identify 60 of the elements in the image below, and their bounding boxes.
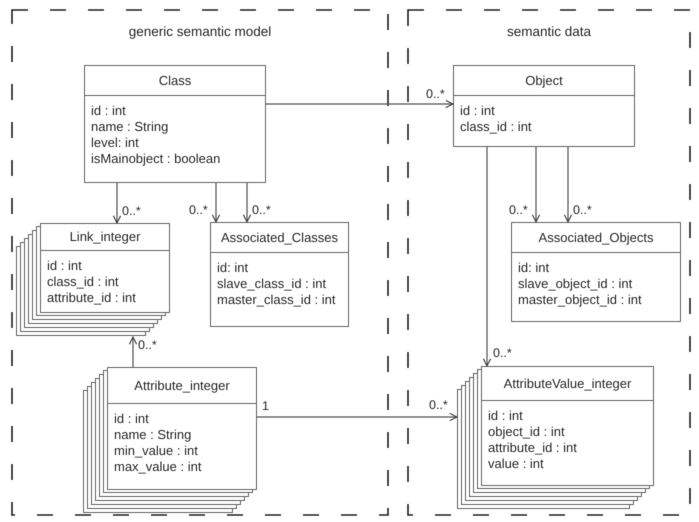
attribute-text: isMainobject : boolean xyxy=(91,151,222,167)
class-name: Attribute_integer xyxy=(108,368,256,404)
multiplicity-label: 0..* xyxy=(137,339,158,352)
attribute-text: id : int xyxy=(460,103,496,119)
multiplicity-label: 0..* xyxy=(572,204,593,217)
attribute-text: attribute_id : int xyxy=(47,290,137,306)
uml-class-box xyxy=(210,222,349,327)
multiplicity-label: 0..* xyxy=(508,204,529,217)
association-arrow xyxy=(128,336,138,367)
attribute-text: id : int xyxy=(488,408,524,424)
association-arrow xyxy=(257,412,458,422)
attribute-text: master_class_id : int xyxy=(217,292,336,308)
class-name: Associated_Objects xyxy=(512,223,680,253)
attribute-text: max_value : int xyxy=(114,459,202,475)
uml-class-box xyxy=(511,222,681,322)
region-frame xyxy=(408,10,690,515)
attribute-text: id: int xyxy=(217,260,250,276)
attribute-text: id: int xyxy=(518,260,550,276)
multiplicity-label: 0..* xyxy=(121,205,142,218)
class-name: Object xyxy=(454,66,634,96)
association-arrow xyxy=(212,183,220,223)
association-arrow xyxy=(482,147,492,367)
attribute-text: master_object_id : int xyxy=(518,292,643,308)
uml-class-box xyxy=(457,366,654,510)
attribute-text: min_value : int xyxy=(114,443,199,459)
region-frame xyxy=(12,10,388,515)
multiplicity-label: 0..* xyxy=(188,204,209,217)
class-name: AttributeValue_integer xyxy=(482,367,653,401)
multiplicity-label: 1 xyxy=(261,400,270,413)
attribute-text: object_id : int xyxy=(488,424,566,440)
attribute-text: class_id : int xyxy=(460,119,533,135)
attribute-text: id : int xyxy=(91,103,127,119)
association-arrow xyxy=(564,147,572,223)
multiplicity-label: 0..* xyxy=(428,399,449,412)
multiplicity-label: 0..* xyxy=(251,204,272,217)
attribute-text: name : String xyxy=(91,119,170,135)
uml-class-box xyxy=(83,367,257,514)
association-arrow xyxy=(242,183,252,223)
attribute-text: id : int xyxy=(114,411,150,427)
multiplicity-label: 0..* xyxy=(425,88,446,101)
attribute-text: attribute_id : int xyxy=(488,440,578,456)
attribute-text: class_id : int xyxy=(47,274,120,290)
attribute-text: value : int xyxy=(488,456,545,472)
region-heading: generic semantic model xyxy=(128,24,272,39)
uml-class-box xyxy=(16,223,170,337)
attribute-text: name : String xyxy=(114,427,192,443)
multiplicity-label: 0..* xyxy=(492,347,513,360)
attribute-text: slave_object_id : int xyxy=(518,276,634,292)
association-arrow xyxy=(532,147,540,223)
class-name: Associated_Classes xyxy=(211,223,348,253)
attribute-text: level: int xyxy=(91,135,140,151)
uml-class-box xyxy=(453,65,635,147)
class-name: Link_integer xyxy=(41,224,169,251)
uml-class-box xyxy=(84,65,266,183)
attribute-text: id : int xyxy=(47,258,83,274)
association-arrow xyxy=(266,100,454,108)
association-arrow xyxy=(112,183,122,224)
region-heading: semantic data xyxy=(506,24,592,39)
class-name: Class xyxy=(85,66,265,96)
attribute-text: slave_class_id : int xyxy=(217,276,328,292)
